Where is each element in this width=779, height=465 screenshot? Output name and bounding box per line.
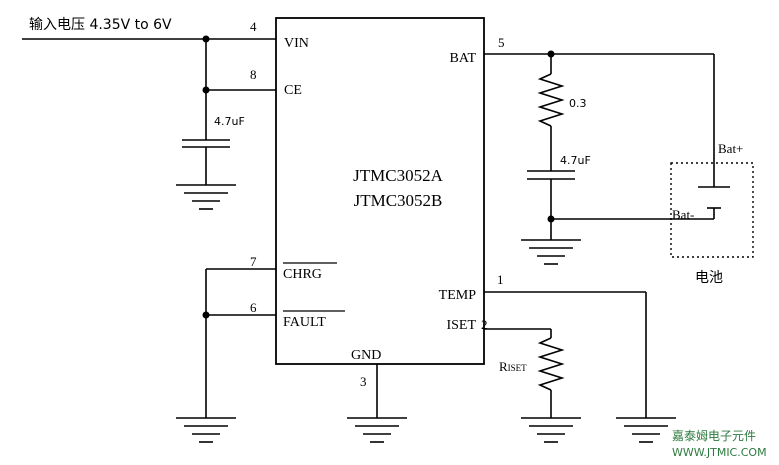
ground-symbol-status: [176, 417, 236, 443]
pin-temp-number: 1: [497, 272, 504, 287]
pin-bat-name: BAT: [450, 51, 477, 66]
watermark-url: WWW.JTMIC.COM: [672, 446, 767, 459]
ground-symbol-temp: [616, 417, 676, 443]
bat-resistor-label: 0.3: [569, 97, 587, 110]
pin-ce-name: CE: [284, 83, 302, 98]
riset-label: RISET: [499, 359, 527, 374]
status-wiring: [202, 268, 276, 418]
battery-plus-label: Bat+: [718, 141, 743, 156]
pin-ce-number: 8: [250, 67, 257, 82]
pin-fault-name: FAULT: [283, 315, 326, 330]
pin-iset-number: 2: [481, 317, 488, 332]
input-cap-label: 4.7uF: [214, 115, 245, 128]
watermark-cn: 嘉泰姆电子元件: [672, 429, 756, 443]
ic-body: [275, 17, 485, 365]
temp-wiring: [484, 291, 647, 418]
pin-temp-name: TEMP: [439, 288, 477, 303]
ground-symbol-iset: [521, 417, 581, 443]
ground-symbol-input: [176, 184, 236, 210]
battery-symbol: [670, 162, 754, 258]
ground-symbol-bat: [521, 239, 581, 265]
battery-label: 电池: [695, 270, 723, 286]
pin-iset-name: ISET: [446, 318, 476, 333]
pin-chrg-name: CHRG: [283, 267, 322, 282]
iset-resistor: [484, 328, 565, 418]
pin-gnd-name: GND: [351, 348, 381, 363]
pin-gnd-number: 3: [360, 374, 367, 389]
input-wiring: [22, 35, 276, 140]
bat-wiring: [484, 50, 715, 240]
ic-name-b: JTMC3052B: [354, 191, 443, 210]
pin-vin-name: VIN: [284, 36, 309, 51]
input-capacitor: [182, 139, 230, 185]
ground-symbol-ic: [347, 417, 407, 443]
bat-cap-label: 4.7uF: [560, 154, 591, 167]
pin-chrg-number: 7: [250, 254, 257, 269]
pin-bat-number: 5: [498, 35, 505, 50]
input-voltage-label: 输入电压 4.35V to 6V: [29, 17, 172, 33]
battery-minus-label: Bat-: [672, 207, 694, 222]
pin-fault-number: 6: [250, 300, 257, 315]
ic-name-a: JTMC3052A: [353, 166, 443, 185]
pin-vin-number: 4: [250, 19, 257, 34]
